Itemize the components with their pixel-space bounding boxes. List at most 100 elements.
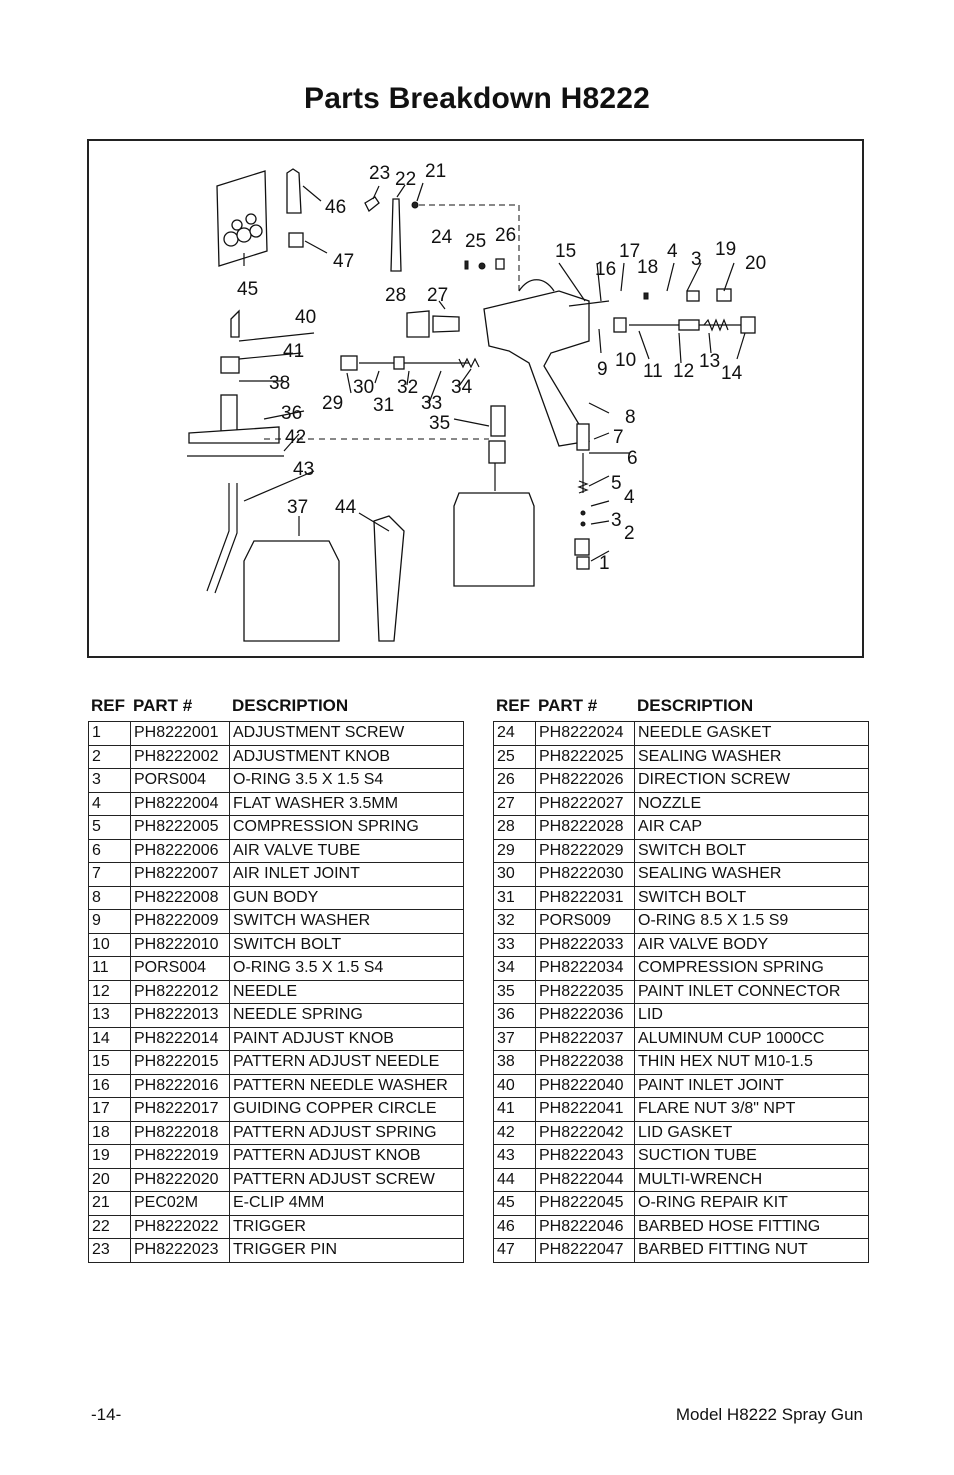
part-number-cell: PH8222042 bbox=[535, 1120, 635, 1145]
part-number-cell: PH8222014 bbox=[130, 1026, 230, 1051]
description-cell: SEALING WASHER bbox=[634, 862, 869, 887]
part-number-cell: PH8222045 bbox=[535, 1191, 635, 1216]
callout: 27 bbox=[427, 285, 448, 306]
callout: 12 bbox=[673, 361, 694, 382]
callout: 9 bbox=[597, 359, 608, 380]
callout: 11 bbox=[643, 361, 663, 382]
part-number-cell: PH8222030 bbox=[535, 862, 635, 887]
part-number-cell: PH8222020 bbox=[130, 1167, 230, 1192]
callout: 46 bbox=[325, 197, 346, 218]
callout: 5 bbox=[611, 473, 622, 494]
ref-cell: 26 bbox=[493, 768, 536, 793]
ref-cell: 16 bbox=[88, 1073, 131, 1098]
part-number-cell: PH8222041 bbox=[535, 1097, 635, 1122]
description-cell: AIR INLET JOINT bbox=[229, 862, 464, 887]
ref-cell: 25 bbox=[493, 744, 536, 769]
ref-cell: 28 bbox=[493, 815, 536, 840]
part-number-cell: PH8222023 bbox=[130, 1238, 230, 1263]
part-number-cell: PH8222033 bbox=[535, 932, 635, 957]
description-cell: PATTERN ADJUST KNOB bbox=[229, 1144, 464, 1169]
part-number-cell: PH8222040 bbox=[535, 1073, 635, 1098]
description-cell: PAINT INLET JOINT bbox=[634, 1073, 869, 1098]
description-cell: NOZZLE bbox=[634, 791, 869, 816]
part-number-cell: PH8222026 bbox=[535, 768, 635, 793]
callout: 7 bbox=[613, 427, 624, 448]
ref-cell: 33 bbox=[493, 932, 536, 957]
description-cell: THIN HEX NUT M10-1.5 bbox=[634, 1050, 869, 1075]
ref-cell: 10 bbox=[88, 932, 131, 957]
ref-cell: 37 bbox=[493, 1026, 536, 1051]
ref-cell: 3 bbox=[88, 768, 131, 793]
description-cell: COMPRESSION SPRING bbox=[229, 815, 464, 840]
callout: 31 bbox=[373, 395, 394, 416]
description-cell: PATTERN ADJUST NEEDLE bbox=[229, 1050, 464, 1075]
parts-diagram: 1 2 3 4 5 6 7 8 9 10 11 12 13 14 15 16 1… bbox=[87, 139, 864, 658]
part-number-cell: PH8222043 bbox=[535, 1144, 635, 1169]
ref-cell: 35 bbox=[493, 979, 536, 1004]
callout: 13 bbox=[699, 351, 720, 372]
ref-cell: 18 bbox=[88, 1120, 131, 1145]
part-number-cell: PH8222016 bbox=[130, 1073, 230, 1098]
part-number-cell: PH8222024 bbox=[535, 721, 635, 746]
description-cell: SUCTION TUBE bbox=[634, 1144, 869, 1169]
ref-cell: 36 bbox=[493, 1003, 536, 1028]
description-cell: O-RING REPAIR KIT bbox=[634, 1191, 869, 1216]
part-number-cell: PH8222029 bbox=[535, 838, 635, 863]
header-ref: REF bbox=[91, 696, 125, 715]
description-cell: E-CLIP 4MM bbox=[229, 1191, 464, 1216]
description-cell: O-RING 3.5 X 1.5 S4 bbox=[229, 768, 464, 793]
page-number: -14- bbox=[91, 1405, 122, 1424]
ref-cell: 34 bbox=[493, 956, 536, 981]
callout: 8 bbox=[625, 407, 636, 428]
description-cell: AIR VALVE TUBE bbox=[229, 838, 464, 863]
description-cell: BARBED FITTING NUT bbox=[634, 1238, 869, 1263]
part-number-cell: PH8222037 bbox=[535, 1026, 635, 1051]
description-cell: COMPRESSION SPRING bbox=[634, 956, 869, 981]
part-number-cell: PH8222047 bbox=[535, 1238, 635, 1263]
callout: 38 bbox=[269, 373, 290, 394]
description-cell: ALUMINUM CUP 1000CC bbox=[634, 1026, 869, 1051]
callout: 3 bbox=[691, 249, 702, 270]
ref-cell: 14 bbox=[88, 1026, 131, 1051]
ref-cell: 6 bbox=[88, 838, 131, 863]
part-number-cell: PH8222013 bbox=[130, 1003, 230, 1028]
header-part: PART # bbox=[133, 696, 193, 715]
part-number-cell: PORS004 bbox=[130, 768, 230, 793]
callout: 42 bbox=[285, 427, 306, 448]
callout: 19 bbox=[715, 239, 736, 260]
callout: 24 bbox=[431, 227, 453, 248]
ref-cell: 17 bbox=[88, 1097, 131, 1122]
callout: 18 bbox=[637, 257, 658, 278]
ref-cell: 22 bbox=[88, 1214, 131, 1239]
part-number-cell: PH8222027 bbox=[535, 791, 635, 816]
callout: 21 bbox=[425, 161, 446, 182]
description-cell: FLAT WASHER 3.5MM bbox=[229, 791, 464, 816]
description-cell: DIRECTION SCREW bbox=[634, 768, 869, 793]
callout: 47 bbox=[333, 251, 354, 272]
callout: 16 bbox=[595, 259, 616, 280]
ref-cell: 44 bbox=[493, 1167, 536, 1192]
ref-cell: 45 bbox=[493, 1191, 536, 1216]
callout: 35 bbox=[429, 413, 450, 434]
callout: 45 bbox=[237, 279, 258, 300]
